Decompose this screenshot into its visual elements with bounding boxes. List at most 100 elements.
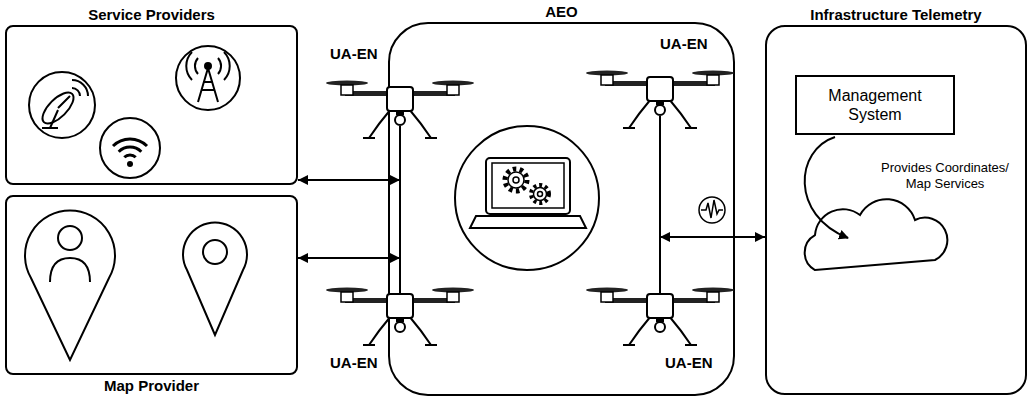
laptop-icon-part	[455, 126, 599, 270]
location-pin-icon-part	[203, 240, 227, 264]
connector	[298, 179, 400, 181]
laptop-icon-part	[492, 163, 564, 208]
laptop-icon-part	[513, 177, 519, 183]
signal-icon	[699, 197, 725, 223]
map-provider-panel: Map Provider	[5, 195, 298, 375]
aeo-region: UA-ENUA-ENUA-ENUA-ENAEO	[388, 22, 735, 396]
drone-part	[647, 294, 673, 318]
drone-part	[447, 292, 459, 302]
drone-part	[387, 294, 413, 318]
text-holder: AEO	[390, 3, 733, 21]
drone-part	[623, 99, 697, 128]
laptop-icon-part	[538, 192, 543, 197]
signal-icon-part	[699, 197, 725, 223]
infrastructure-telemetry-panel: Management SystemInfrastructure Telemetr…	[765, 25, 1027, 395]
satellite-icon	[29, 72, 95, 138]
box-label: Management System	[820, 86, 930, 124]
laptop-icon-part	[505, 169, 527, 191]
location-pin-icon-part	[183, 223, 247, 335]
person-pin-icon-part	[50, 258, 90, 282]
drone-part	[363, 109, 437, 138]
text-holder: Map Provider	[7, 377, 296, 395]
drone-part	[395, 322, 405, 332]
drone-part	[387, 87, 413, 111]
drone-icon	[325, 282, 475, 348]
drone-part	[707, 75, 719, 85]
ua-en-drone: UA-EN	[580, 282, 740, 374]
drone-part	[341, 85, 353, 95]
wifi-icon-part	[113, 139, 147, 157]
text-holder: Service Providers	[7, 6, 296, 24]
text-holder: UA-EN	[330, 354, 378, 372]
panel-heading: Service Providers	[88, 6, 215, 23]
person-pin-icon-part	[25, 211, 115, 360]
text-holder: Management System	[797, 77, 953, 133]
drone-part	[395, 115, 405, 125]
cell-tower-icon-part	[186, 52, 229, 80]
text-holder: UA-EN	[665, 354, 713, 372]
drone-part	[363, 316, 437, 345]
ua-en-drone: UA-EN	[320, 282, 480, 374]
location-pin-icon	[183, 223, 247, 335]
drone-part	[655, 105, 665, 115]
laptop-icon-part	[486, 158, 570, 214]
drone-label: UA-EN	[330, 354, 378, 371]
drone-part	[601, 75, 613, 85]
laptop-icon	[455, 126, 599, 270]
cloud-icon-part	[805, 199, 948, 270]
annotation-label: Provides Coordinates/ Map Services	[870, 160, 1020, 192]
cell-tower-icon-part	[198, 68, 218, 102]
text-holder: UA-EN	[660, 35, 708, 53]
panel-heading: Map Provider	[104, 377, 199, 394]
drone-label: UA-EN	[665, 354, 713, 371]
drone-part	[601, 292, 613, 302]
connector	[399, 126, 401, 294]
drone-icon	[325, 75, 475, 141]
drone-part	[707, 292, 719, 302]
text-holder: Infrastructure Telemetry	[767, 6, 1025, 24]
laptop-icon-part	[531, 185, 549, 203]
text-holder: Provides Coordinates/ Map Services	[870, 160, 1020, 192]
cell-tower-icon	[176, 46, 240, 110]
satellite-icon-part	[37, 87, 78, 128]
satellite-icon-part	[29, 72, 95, 138]
cloud-icon	[805, 137, 948, 270]
management-system-box: Management System	[795, 75, 955, 135]
drone-part	[341, 292, 353, 302]
ua-en-drone: UA-EN	[320, 45, 480, 145]
drone-part	[655, 322, 665, 332]
drone-icon	[585, 282, 735, 348]
satellite-icon-part	[72, 80, 88, 96]
service-providers-panel: Service Providers	[5, 25, 298, 185]
laptop-icon-part	[470, 216, 586, 228]
drone-part	[447, 85, 459, 95]
text-holder: UA-EN	[330, 45, 378, 63]
panel-heading: Infrastructure Telemetry	[810, 6, 981, 23]
drone-part	[647, 77, 673, 101]
ua-en-drone: UA-EN	[580, 35, 740, 135]
satellite-icon-part	[42, 96, 70, 128]
cell-tower-icon-part	[205, 63, 211, 69]
connector	[660, 236, 765, 238]
connector	[659, 116, 661, 294]
wifi-icon	[100, 118, 160, 178]
signal-icon-part	[701, 200, 723, 218]
cell-tower-icon-part	[176, 46, 240, 110]
panel-heading: AEO	[545, 3, 578, 20]
drone-part	[623, 316, 697, 345]
drone-label: UA-EN	[660, 35, 708, 52]
wifi-icon-part	[100, 118, 160, 178]
laptop-icon-part	[508, 172, 524, 188]
person-pin-icon-part	[58, 226, 82, 250]
drone-label: UA-EN	[330, 45, 378, 62]
drone-icon	[585, 65, 735, 131]
laptop-icon-part	[534, 188, 547, 201]
connector	[298, 257, 400, 259]
person-pin-icon	[25, 211, 115, 360]
cloud-icon-part	[805, 137, 848, 238]
wifi-icon-part	[127, 161, 133, 167]
